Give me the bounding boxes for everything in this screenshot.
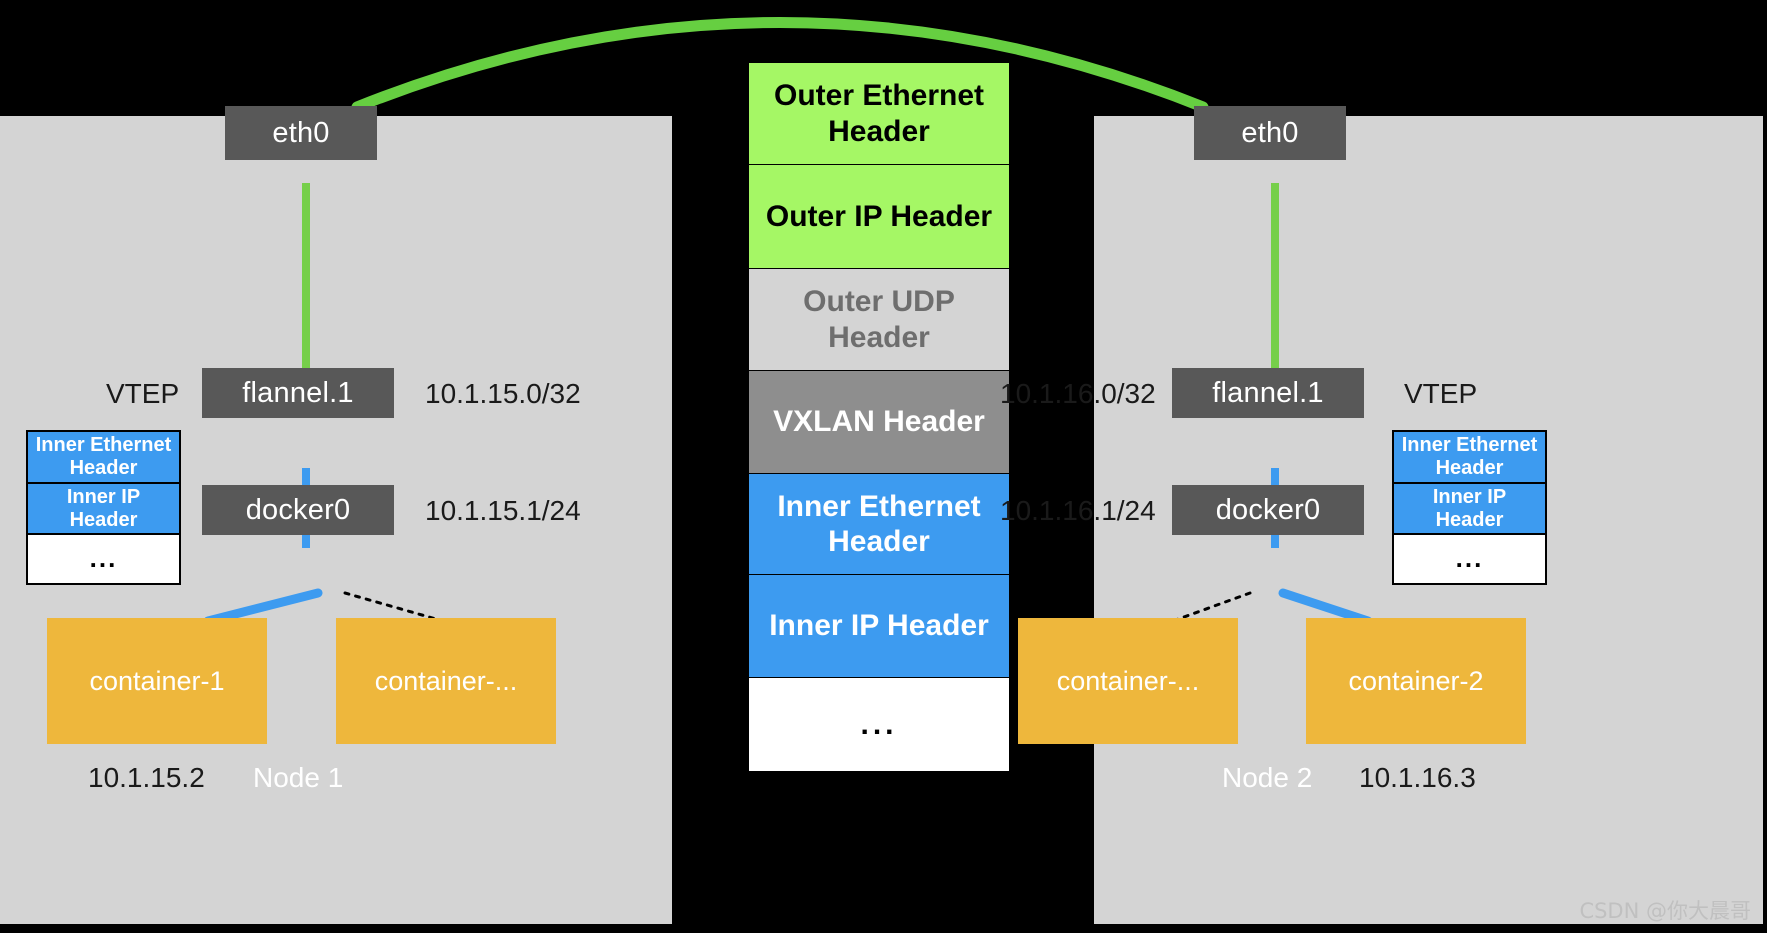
ip-label-flannel-node2: 10.1.16.0/32 xyxy=(1000,378,1156,409)
ip-label-flannel-node1: 10.1.15.0/32 xyxy=(425,378,581,409)
ip-label-docker0-node1: 10.1.15.1/24 xyxy=(425,495,581,526)
vtep-label-node2: VTEP xyxy=(1404,378,1478,409)
container-label: container-2 xyxy=(1348,665,1484,696)
packet-segment-payload: ... xyxy=(749,678,1009,771)
link-eth0-flannel-node1 xyxy=(302,183,310,417)
ip-label-container2-node2: 10.1.16.3 xyxy=(1359,762,1476,793)
packet-segment-inner-ethernet: Inner Ethernet Header xyxy=(749,474,1009,575)
container-label: container-... xyxy=(1056,665,1200,696)
node-name-label-node1: Node 1 xyxy=(253,762,344,793)
device-eth0-node2[interactable]: eth0 xyxy=(1194,106,1346,160)
container-box-node2-0[interactable]: container-... xyxy=(1018,618,1238,744)
packet-segment-outer-ip: Outer IP Header xyxy=(749,165,1009,269)
vxlan-packet-stack: Outer Ethernet Header Outer IP Header Ou… xyxy=(748,62,1009,872)
device-docker0-node2[interactable]: docker0 xyxy=(1172,485,1364,535)
node-name-label-node2: Node 2 xyxy=(1222,762,1313,793)
container-box-node1-0[interactable]: container-1 xyxy=(47,618,267,744)
packet-segment-vxlan: VXLAN Header xyxy=(749,371,1009,474)
device-eth0-node1[interactable]: eth0 xyxy=(225,106,377,160)
link-eth0-flannel-node2 xyxy=(1271,183,1279,417)
mini-segment-inner-ip: Inner IP Header xyxy=(28,484,179,535)
device-label: docker0 xyxy=(245,493,351,526)
mini-segment-payload: ... xyxy=(28,535,179,583)
device-label: eth0 xyxy=(272,116,330,149)
mini-segment-inner-ethernet: Inner Ethernet Header xyxy=(28,432,179,484)
mini-segment-inner-ethernet: Inner Ethernet Header xyxy=(1394,432,1545,484)
container-box-node2-1[interactable]: container-2 xyxy=(1306,618,1526,744)
packet-segment-outer-ethernet: Outer Ethernet Header xyxy=(749,63,1009,165)
mini-segment-inner-ip: Inner IP Header xyxy=(1394,484,1545,535)
packet-segment-inner-ip: Inner IP Header xyxy=(749,575,1009,678)
device-label: eth0 xyxy=(1241,116,1299,149)
watermark: CSDN @你大晨哥 xyxy=(1579,899,1751,923)
device-label: flannel.1 xyxy=(242,376,354,409)
device-label: docker0 xyxy=(1215,493,1321,526)
container-box-node1-1[interactable]: container-... xyxy=(336,618,556,744)
device-docker0-node1[interactable]: docker0 xyxy=(202,485,394,535)
device-label: flannel.1 xyxy=(1212,376,1324,409)
mini-segment-payload: ... xyxy=(1394,535,1545,583)
ip-label-container1-node1: 10.1.15.2 xyxy=(88,762,205,793)
container-label: container-1 xyxy=(89,665,225,696)
ip-label-docker0-node2: 10.1.16.1/24 xyxy=(1000,495,1156,526)
device-flannel-node2[interactable]: flannel.1 xyxy=(1172,368,1364,418)
vtep-label-node1: VTEP xyxy=(106,378,180,409)
inner-header-stack-node2: Inner Ethernet Header Inner IP Header ..… xyxy=(1392,430,1547,585)
packet-segment-outer-udp: Outer UDP Header xyxy=(749,269,1009,371)
inner-header-stack-node1: Inner Ethernet Header Inner IP Header ..… xyxy=(26,430,181,585)
device-flannel-node1[interactable]: flannel.1 xyxy=(202,368,394,418)
container-label: container-... xyxy=(374,665,518,696)
